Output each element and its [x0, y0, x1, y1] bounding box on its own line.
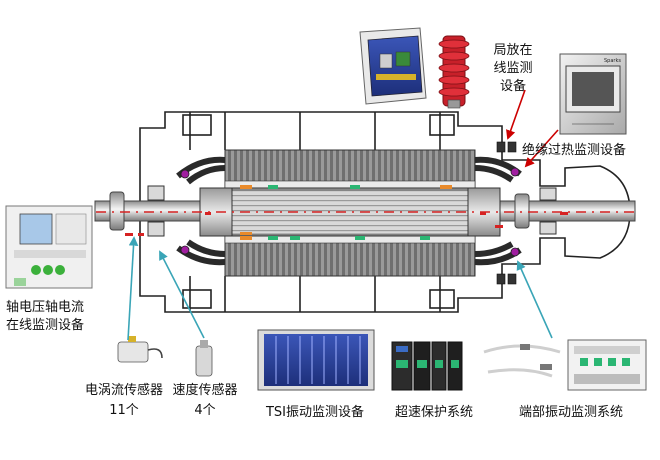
tsi-rack-image — [257, 329, 375, 391]
stator-core-upper — [224, 149, 476, 189]
label-pd-line3: 设备 — [499, 79, 526, 94]
label-shaft-line2: 在线监测设备 — [6, 318, 85, 333]
speed-sensor-image — [195, 340, 213, 377]
end-windings — [176, 156, 522, 266]
label-speed-line2: 4个 — [194, 403, 216, 418]
device-brand-text: Sparks — [604, 58, 621, 64]
pd-monitor-device-image — [359, 27, 427, 105]
air-gap-markers — [125, 185, 568, 240]
eddy-sensor-image — [117, 336, 163, 363]
label-overspeed: 超速保护系统 — [394, 405, 473, 420]
label-eddy-line2: 11个 — [109, 403, 139, 418]
endwinding-module-image — [567, 339, 647, 391]
overspeed-modules-image — [391, 341, 463, 391]
label-insulation: 绝缘过热监测设备 — [522, 143, 627, 158]
red-arrows — [506, 89, 559, 168]
endwinding-sensor-image — [483, 344, 561, 378]
label-shaft-line1: 轴电压轴电流 — [6, 300, 85, 315]
bearings — [147, 185, 557, 237]
label-speed-line1: 速度传感器 — [172, 383, 238, 398]
label-tsi: TSI振动监测设备 — [265, 405, 365, 420]
pd-insulator-image — [438, 35, 470, 109]
pd-terminal-box — [496, 141, 517, 285]
label-endwinding: 端部振动监测系统 — [518, 405, 623, 420]
shaft-monitor-device-image — [5, 205, 93, 289]
insulation-overheat-device-image: Sparks — [559, 53, 627, 135]
teal-leaders — [127, 236, 553, 341]
label-pd-line2: 线监测 — [493, 61, 533, 76]
end-winding-sensors — [180, 167, 520, 257]
label-pd-line1: 局放在 — [493, 43, 533, 58]
label-eddy-line1: 电涡流传感器 — [84, 383, 163, 398]
generator-housing — [139, 111, 631, 313]
stator-core-lower — [224, 235, 476, 277]
